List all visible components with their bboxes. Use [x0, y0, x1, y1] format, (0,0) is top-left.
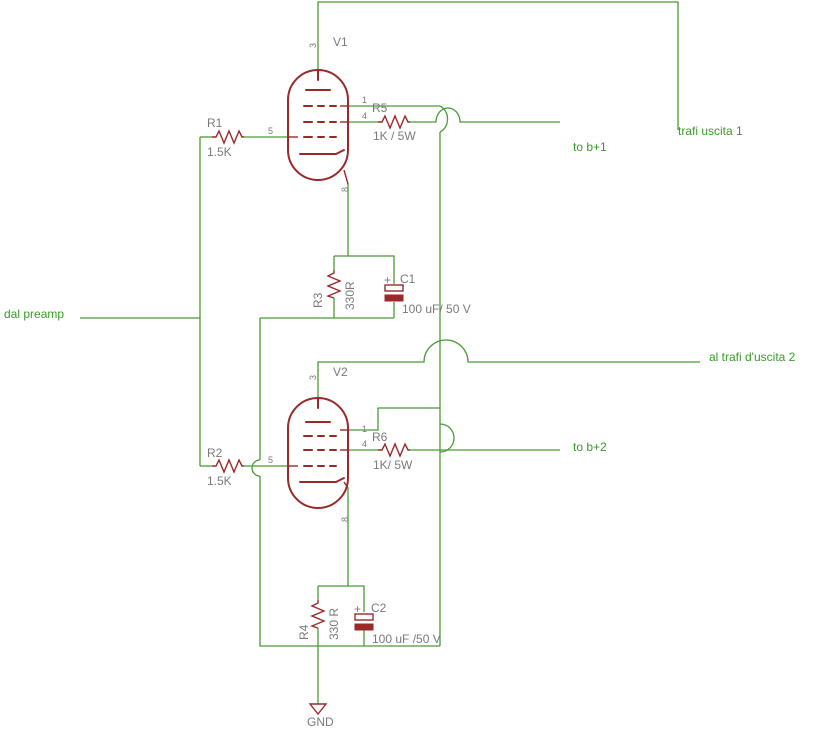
wire-cath-hop	[251, 459, 261, 477]
v2-pin-4: 4	[362, 439, 367, 449]
resistor-r2	[212, 458, 244, 474]
capacitor-c1	[384, 284, 404, 302]
v1-pin-8: 8	[340, 187, 350, 192]
tube-v1	[287, 69, 349, 185]
c2-name: C2	[371, 601, 387, 615]
r4-value: 330 R	[327, 608, 341, 640]
net-b2: to b+2	[573, 440, 607, 454]
r5-name: R5	[372, 101, 388, 115]
tube-v2	[287, 397, 349, 509]
resistor-r1	[212, 129, 244, 145]
net-gnd: GND	[307, 715, 334, 729]
v2-pin-5: 5	[268, 455, 273, 465]
r6-name: R6	[372, 430, 388, 444]
wire-c1-top	[334, 255, 395, 284]
wire-v1-hop-right	[439, 105, 449, 133]
resistor-r4	[310, 600, 326, 629]
wire-c2-top	[318, 585, 365, 612]
wires	[80, 1, 700, 704]
r2-value: 1.5K	[207, 474, 232, 488]
r5-value: 1K / 5W	[373, 129, 416, 143]
v1-name: V1	[333, 35, 348, 49]
v2-pin-3: 3	[308, 375, 318, 380]
capacitor-c2	[354, 613, 374, 631]
net-out2: al trafi d'uscita 2	[709, 350, 796, 364]
wire-v2-pin1	[348, 407, 440, 431]
v2-pin-8: 8	[340, 517, 350, 522]
wire-out2	[317, 339, 700, 398]
c1-value: 100 uF/ 50 V	[402, 302, 471, 316]
v1-pin-3: 3	[308, 43, 318, 48]
c2-value: 100 uF /50 V	[372, 632, 441, 646]
r4-name: R4	[297, 624, 311, 640]
c2-polarity: +	[354, 602, 361, 616]
gnd-symbol	[308, 703, 328, 716]
r2-name: R2	[207, 446, 223, 460]
net-b1: to b+1	[573, 140, 607, 154]
v1-pin-4: 4	[362, 111, 367, 121]
resistor-r6	[378, 442, 410, 458]
wire-out1	[317, 1, 679, 130]
wire-cath-return-low	[259, 476, 440, 647]
net-input: dal preamp	[4, 307, 64, 321]
v2-name: V2	[333, 365, 348, 379]
c1-name: C1	[400, 272, 416, 286]
r6-value: 1K/ 5W	[373, 458, 413, 472]
resistor-r3	[326, 270, 342, 299]
r1-name: R1	[207, 116, 223, 130]
resistor-r5	[378, 114, 410, 130]
net-out1: trafi uscita 1	[678, 124, 743, 138]
wire-r5-right	[410, 107, 560, 123]
wire-v2-hop	[439, 423, 455, 453]
v1-pin-5: 5	[268, 126, 273, 136]
r1-value: 1.5K	[207, 145, 232, 159]
r3-value: 330R	[343, 281, 357, 310]
v1-pin-1: 1	[362, 95, 367, 105]
r3-name: R3	[311, 292, 325, 308]
v2-pin-1: 1	[362, 424, 367, 434]
c1-polarity: +	[384, 273, 391, 287]
